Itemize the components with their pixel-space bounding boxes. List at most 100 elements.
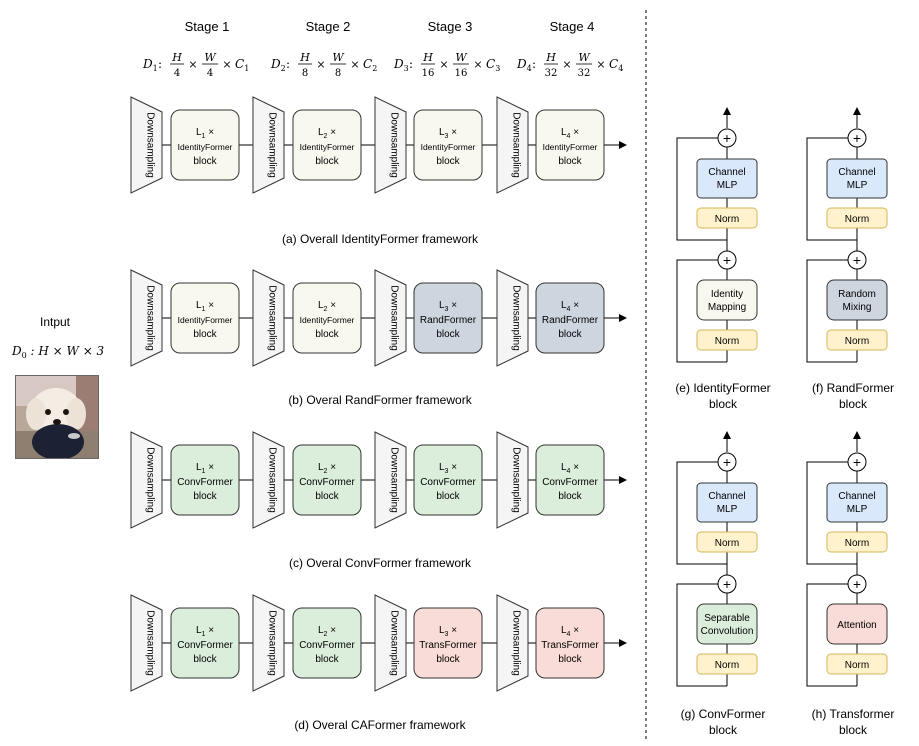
block-type: IdentityFormer [300, 315, 355, 325]
block-word: block [558, 156, 582, 167]
block-count: L2 × [318, 462, 336, 475]
fraction-denominator: 8 [335, 68, 341, 79]
fraction-numerator: H [545, 51, 556, 64]
block-caption: (g) ConvFormer [681, 707, 766, 721]
block-count: L1 × [196, 625, 214, 638]
times-symbol: × [316, 58, 325, 71]
block-type: RandFormer [542, 315, 599, 326]
block-word: block [436, 329, 460, 340]
plus-symbol: + [723, 454, 731, 470]
downsampling-label: Downsampling [510, 447, 521, 513]
times-symbol: × [562, 58, 571, 71]
downsampling-label: Downsampling [266, 610, 277, 676]
fraction-numerator: W [204, 51, 217, 64]
fraction-denominator: 16 [422, 68, 435, 79]
norm-box: Norm [696, 653, 758, 675]
dimension-formula: D1:H4×W4×C1 [142, 51, 249, 79]
block-caption: (h) Transformer [812, 707, 895, 721]
stage-block: L2 × ConvFormer block [292, 444, 362, 516]
downsampling-layer: Downsampling [252, 269, 285, 367]
channel-symbol: C3 [486, 57, 500, 73]
residual-add: + [847, 128, 867, 148]
mixer-label: Random [838, 289, 876, 300]
downsampling-layer: Downsampling [374, 431, 407, 529]
plus-symbol: + [723, 576, 731, 592]
mlp-label: Channel [708, 167, 745, 178]
block-count: L2 × [318, 127, 336, 140]
mixer-label: Mixing [843, 302, 872, 313]
norm-box: Norm [826, 207, 888, 229]
skip-connection [806, 461, 857, 565]
norm-label: Norm [715, 538, 739, 549]
dimension-formula: D3:H16×W16×C3 [393, 51, 500, 79]
svg-text:D0 : H × W × 3: D0 : H × W × 3 [11, 344, 105, 360]
block-type: IdentityFormer [300, 142, 355, 152]
block-type: IdentityFormer [421, 142, 476, 152]
block-word: block [315, 329, 339, 340]
times-symbol: × [188, 58, 197, 71]
plus-symbol: + [853, 252, 861, 268]
fraction-denominator: 32 [578, 68, 591, 79]
norm-label: Norm [845, 336, 869, 347]
residual-add: + [717, 128, 737, 148]
downsampling-layer: Downsampling [252, 431, 285, 529]
block-type: ConvFormer [177, 477, 233, 488]
dim-symbol: D1 [142, 57, 158, 73]
framework-caption: (a) Overall IdentityFormer framework [282, 232, 479, 246]
stage-label: Stage 2 [306, 19, 351, 34]
downsampling-label: Downsampling [388, 285, 399, 351]
block-caption: block [839, 397, 868, 411]
framework-caption: (d) Overal CAFormer framework [294, 718, 466, 732]
fraction-denominator: 8 [302, 68, 308, 79]
plus-symbol: + [723, 130, 731, 146]
block-count: L4 × [561, 462, 579, 475]
block-caption: (e) IdentityFormer [675, 381, 770, 395]
downsampling-layer: Downsampling [252, 96, 285, 194]
downsampling-layer: Downsampling [130, 269, 163, 367]
norm-box: Norm [826, 531, 888, 553]
downsampling-layer: Downsampling [496, 96, 529, 194]
dimension-formula: D4:H32×W32×C4 [516, 51, 623, 79]
block-type: TransFormer [419, 640, 477, 651]
norm-label: Norm [845, 660, 869, 671]
framework-caption: (c) Overal ConvFormer framework [289, 556, 472, 570]
mlp-label: MLP [717, 504, 738, 515]
downsampling-layer: Downsampling [130, 431, 163, 529]
fraction-denominator: 4 [174, 68, 180, 79]
block-word: block [436, 654, 460, 665]
plus-symbol: + [853, 454, 861, 470]
block-type: ConvFormer [299, 477, 355, 488]
channel-symbol: C1 [235, 57, 249, 73]
block-type: ConvFormer [420, 477, 476, 488]
mlp-label: Channel [838, 491, 875, 502]
downsampling-label: Downsampling [388, 610, 399, 676]
block-type: IdentityFormer [178, 142, 233, 152]
downsampling-label: Downsampling [266, 112, 277, 178]
skip-connection [676, 583, 727, 687]
block-word: block [315, 491, 339, 502]
norm-box: Norm [826, 329, 888, 351]
residual-add: + [717, 574, 737, 594]
block-caption: block [709, 723, 738, 737]
norm-label: Norm [715, 214, 739, 225]
block-count: L3 × [439, 300, 457, 313]
fraction-denominator: 16 [455, 68, 468, 79]
block-word: block [315, 156, 339, 167]
fraction-numerator: W [455, 51, 468, 64]
skip-connection [676, 137, 727, 241]
plus-symbol: + [853, 130, 861, 146]
block-word: block [436, 156, 460, 167]
block-count: L1 × [196, 300, 214, 313]
norm-label: Norm [845, 538, 869, 549]
norm-label: Norm [715, 660, 739, 671]
